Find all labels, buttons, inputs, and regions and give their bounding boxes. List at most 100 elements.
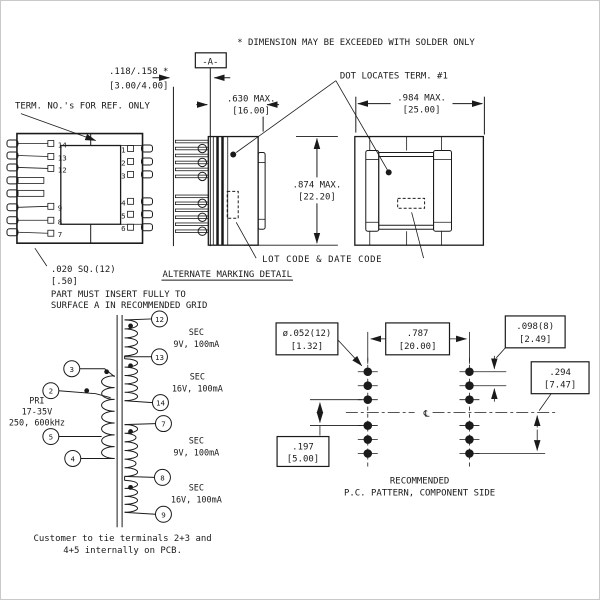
dim-outer-row-mm: [7.47] xyxy=(544,381,576,391)
package-top-view: 14 13 12 9 8 7 1 2 3 4 5 6 xyxy=(6,132,153,244)
pri-frequency: 250, 600kHz xyxy=(9,418,65,428)
dim-pad-pitch-mm: [2.49] xyxy=(519,335,551,345)
term-6: 6 xyxy=(121,224,126,233)
sch-term-12: 12 xyxy=(155,315,164,324)
package-front-view xyxy=(354,135,485,246)
dim-row-spacing-in: .787 xyxy=(407,329,429,339)
pc-pattern-caption-line2: P.C. PATTERN, COMPONENT SIDE xyxy=(344,488,495,498)
dim-pad-pitch: .098(8) [2.49] xyxy=(479,315,566,402)
sch-term-4: 4 xyxy=(71,454,76,463)
term-8: 8 xyxy=(58,217,63,226)
term-ref-label: TERM. NO.'s FOR REF. ONLY xyxy=(15,102,151,112)
dim-width-in: .984 MAX. xyxy=(397,94,446,104)
term-9: 9 xyxy=(58,203,62,212)
solder-note: * DIMENSION MAY BE EXCEEDED WITH SOLDER … xyxy=(237,38,475,48)
dim-lead-protrusion-in: .118/.158 * xyxy=(109,67,168,77)
sec2-rating: 16V, 100mA xyxy=(172,384,223,394)
dim-lead-protrusion-mm: [3.00/4.00] xyxy=(109,82,168,92)
term1-dot-side xyxy=(230,151,237,158)
sch-term-9: 9 xyxy=(161,510,166,519)
solder-pads xyxy=(363,367,474,458)
dim-height-mm: [22.20] xyxy=(298,192,336,202)
right-terminal-numbers: 1 2 3 4 5 6 xyxy=(121,144,153,233)
term-13: 13 xyxy=(58,153,67,162)
sch-term-13: 13 xyxy=(155,353,164,362)
lot-code-label: LOT CODE & DATE CODE xyxy=(262,255,382,265)
centerline-symbol: ℄ xyxy=(423,410,430,420)
dim-depth: .630 MAX. [16.00] xyxy=(196,92,280,132)
sch-term-2: 2 xyxy=(49,387,54,396)
dim-height-in: .874 MAX. xyxy=(293,180,342,190)
term-5: 5 xyxy=(121,211,126,220)
pri-voltage: 17-35V xyxy=(22,407,53,417)
term-7: 7 xyxy=(58,230,62,239)
sec3-label: SEC xyxy=(189,436,204,446)
datum-label: -A- xyxy=(202,57,218,67)
insert-note-line1: PART MUST INSERT FULLY TO xyxy=(51,290,186,300)
insert-note-line2: SURFACE A IN RECOMMENDED GRID xyxy=(51,301,208,311)
dim-lead-protrusion: .118/.158 * [3.00/4.00] xyxy=(109,67,231,247)
schematic-sec-terminals: 12 13 14 7 8 9 xyxy=(150,310,172,523)
sch-term-8: 8 xyxy=(160,473,165,482)
dim-hole: ø.052(12) [1.32] xyxy=(275,322,363,367)
package-side-view xyxy=(175,135,266,246)
sch-term-14: 14 xyxy=(156,399,165,408)
sec1-rating: 9V, 100mA xyxy=(173,339,219,349)
lot-code-area-side xyxy=(226,190,239,219)
customer-note-line2: 4+5 internally on PCB. xyxy=(63,546,182,556)
dot-locates-callout: DOT LOCATES TERM. #1 xyxy=(235,72,448,171)
lot-code-area-front xyxy=(397,197,426,209)
pri-label: PRI xyxy=(29,396,44,406)
dot-locates-label: DOT LOCATES TERM. #1 xyxy=(340,72,448,82)
pc-pattern: ℄ ø.052(12) [1.32] xyxy=(275,315,590,498)
dim-hole-mm: [1.32] xyxy=(291,342,323,352)
datum-a: -A- xyxy=(194,52,227,247)
dim-lead-square-in: .020 SQ.(12) xyxy=(51,265,116,275)
dim-row-spacing-mm: [20.00] xyxy=(399,342,437,352)
dim-width-mm: [25.00] xyxy=(403,106,441,116)
sec3-rating: 9V, 100mA xyxy=(173,447,219,457)
dim-center-gap: .197 [5.00] xyxy=(276,399,362,468)
term-4: 4 xyxy=(121,198,126,207)
dim-depth-mm: [16.00] xyxy=(232,107,270,117)
left-terminal-numbers: 14 13 12 9 8 7 xyxy=(17,140,67,239)
dim-height: .874 MAX. [22.20] xyxy=(244,136,345,246)
dim-width: .984 MAX. [25.00] xyxy=(355,90,485,135)
sch-term-5: 5 xyxy=(49,433,54,442)
term-2: 2 xyxy=(121,158,126,167)
dim-outer-row-in: .294 xyxy=(549,368,571,378)
customer-note-line1: Customer to tie terminals 2+3 and xyxy=(33,534,211,544)
lot-code-callout: LOT CODE & DATE CODE xyxy=(235,212,424,265)
term-12: 12 xyxy=(58,165,67,174)
customer-note: Customer to tie terminals 2+3 and 4+5 in… xyxy=(33,534,211,556)
sec4-label: SEC xyxy=(189,482,204,492)
sec2-label: SEC xyxy=(190,372,205,382)
dim-depth-in: .630 MAX. xyxy=(227,95,276,105)
dim-row-spacing: .787 [20.00] xyxy=(367,322,470,364)
lead-square-callout: .020 SQ.(12) [.50] PART MUST INSERT FULL… xyxy=(34,247,208,311)
dim-pad-pitch-in: .098(8) xyxy=(516,322,554,332)
term-14: 14 xyxy=(58,141,67,150)
sec1-label: SEC xyxy=(189,327,204,337)
term1-dot-front xyxy=(385,169,392,176)
sch-term-7: 7 xyxy=(161,420,166,429)
term-3: 3 xyxy=(121,171,126,180)
alt-marking-label: ALTERNATE MARKING DETAIL xyxy=(162,270,292,280)
transformer-schematic: 12 13 14 7 8 9 3 2 5 4 PRI 17-35V 2 xyxy=(9,310,223,528)
side-view-pins-bottom xyxy=(175,194,209,236)
pc-pattern-caption-line1: RECOMMENDED xyxy=(390,476,449,486)
dim-center-gap-mm: [5.00] xyxy=(287,454,319,464)
dim-outer-row: .294 [7.47] xyxy=(475,361,590,454)
dim-lead-square-mm: [.50] xyxy=(51,277,78,287)
term-ref-callout: TERM. NO.'s FOR REF. ONLY xyxy=(15,102,151,141)
term-1: 1 xyxy=(121,145,126,154)
schematic-pri-terminals: 3 2 5 4 xyxy=(42,360,82,467)
dim-hole-in: ø.052(12) xyxy=(283,329,332,339)
alt-marking-title: ALTERNATE MARKING DETAIL xyxy=(161,270,294,281)
side-view-pins-top xyxy=(175,139,209,182)
dim-center-gap-in: .197 xyxy=(292,443,314,453)
sch-term-3: 3 xyxy=(70,365,75,374)
sec4-rating: 16V, 100mA xyxy=(171,494,222,504)
